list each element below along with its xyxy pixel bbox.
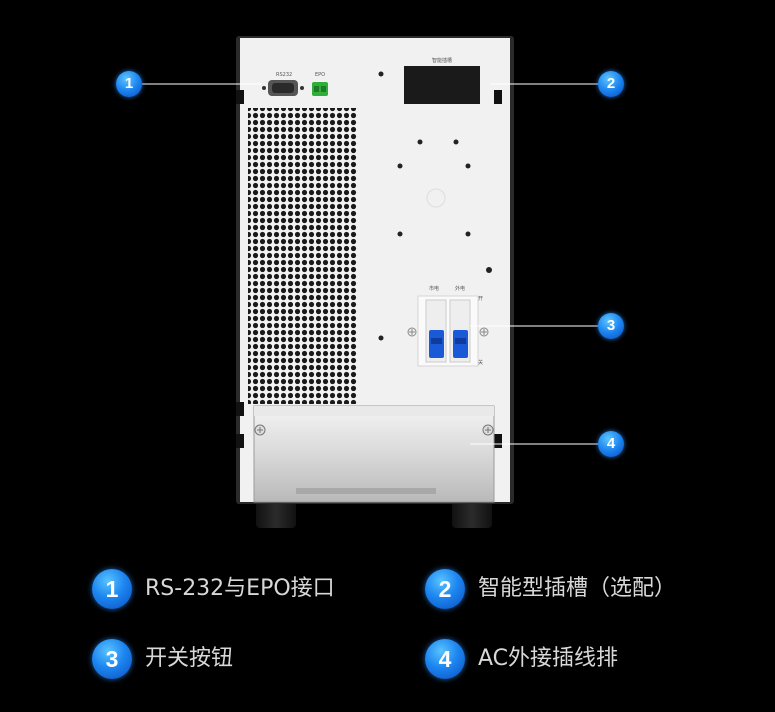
on-label: 开 — [478, 296, 483, 302]
callout-badge-2: 2 — [598, 71, 624, 97]
epo-terminal — [312, 82, 328, 96]
slot-label: 智能插槽 — [432, 57, 452, 64]
legend-badge-4: 4 — [425, 639, 465, 679]
breaker-left-label: 市电 — [429, 285, 439, 292]
callout-badge-4: 4 — [598, 431, 624, 457]
legend-badge-2: 2 — [425, 569, 465, 609]
legend-text-rs232-epo: RS-232与EPO接口 — [145, 576, 335, 601]
legend-badge-1: 1 — [92, 569, 132, 609]
callout-badge-1: 1 — [116, 71, 142, 97]
callout-badge-3: 3 — [598, 313, 624, 339]
epo-label: EPO — [315, 72, 325, 78]
breaker-right-label: 外电 — [455, 285, 465, 292]
legend-text-switch: 开关按钮 — [145, 646, 234, 671]
right-foot — [452, 500, 492, 528]
legend-text-ac-terminal: AC外接插线排 — [478, 646, 619, 671]
mounting-holes — [378, 71, 492, 341]
smart-slot — [404, 66, 480, 104]
left-foot — [256, 500, 296, 528]
vent-grille — [248, 108, 358, 404]
callout-lines — [142, 83, 598, 445]
rs232-label: RS232 — [276, 72, 292, 78]
legend-text-smart-slot: 智能型插槽（选配） — [478, 576, 677, 601]
legend-badge-3: 3 — [92, 639, 132, 679]
off-label: 关 — [478, 359, 483, 366]
ac-terminal-cover — [253, 405, 495, 503]
